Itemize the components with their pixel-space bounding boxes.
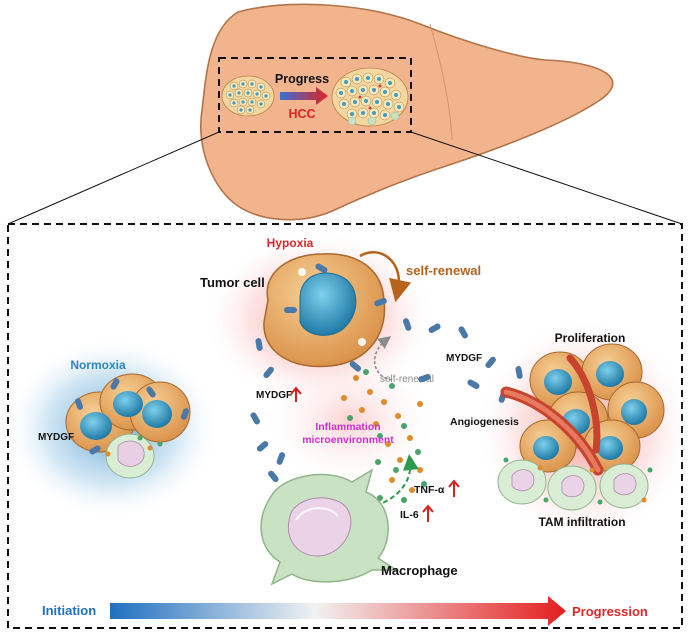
inflammation-label-line1: Inflammation <box>315 421 380 433</box>
hcc-label: HCC <box>288 107 315 121</box>
self-renewal-small-label: self-renewal <box>380 374 434 385</box>
zoom-connector-left <box>7 131 220 225</box>
proliferation-label: Proliferation <box>555 331 626 345</box>
liver-inset-box <box>218 57 412 133</box>
hypoxia-label: Hypoxia <box>267 236 314 250</box>
tnf-up-arrow <box>448 479 460 497</box>
self-renewal-arrow <box>359 250 412 303</box>
liver-lobe-line <box>429 23 453 141</box>
self-renewal-label: self-renewal <box>406 263 481 278</box>
mydgf-particles <box>250 263 523 483</box>
normoxia-label: Normoxia <box>70 358 126 372</box>
angiogenesis-label: Angiogenesis <box>450 416 519 428</box>
cytokine-dots <box>341 369 427 503</box>
macrophage-cell <box>260 468 399 586</box>
tnf-alpha-label: TNF-α <box>414 484 445 496</box>
normoxia-cell-cluster <box>65 373 191 479</box>
mydgf-label-center: MYDGF <box>256 390 292 401</box>
il6-label: IL-6 <box>400 509 419 521</box>
proliferation-cell-cluster <box>497 343 665 511</box>
self-renewal-small-arrow <box>373 336 393 381</box>
mydgf-label-right: MYDGF <box>446 353 482 364</box>
normal-cell-cluster <box>221 75 275 117</box>
progress-label: Progress <box>275 72 329 86</box>
inflammation-label-line2: microenvironment <box>302 434 394 446</box>
progression-label: Progression <box>572 604 648 619</box>
tumor-cell <box>263 253 386 368</box>
macrophage-label: Macrophage <box>381 563 458 578</box>
mydgf-label-left: MYDGF <box>38 432 74 443</box>
tam-infiltration-label: TAM infiltration <box>538 515 625 529</box>
zoom-connector-right <box>410 131 683 225</box>
mydgf-up-arrow-center <box>290 386 302 402</box>
tumor-cell-label: Tumor cell <box>200 275 265 290</box>
progression-gradient-arrow <box>110 596 566 626</box>
initiation-label: Initiation <box>42 603 96 618</box>
il6-up-arrow <box>422 504 434 522</box>
progress-arrow <box>280 87 328 105</box>
hcc-cell-cluster <box>331 67 409 127</box>
